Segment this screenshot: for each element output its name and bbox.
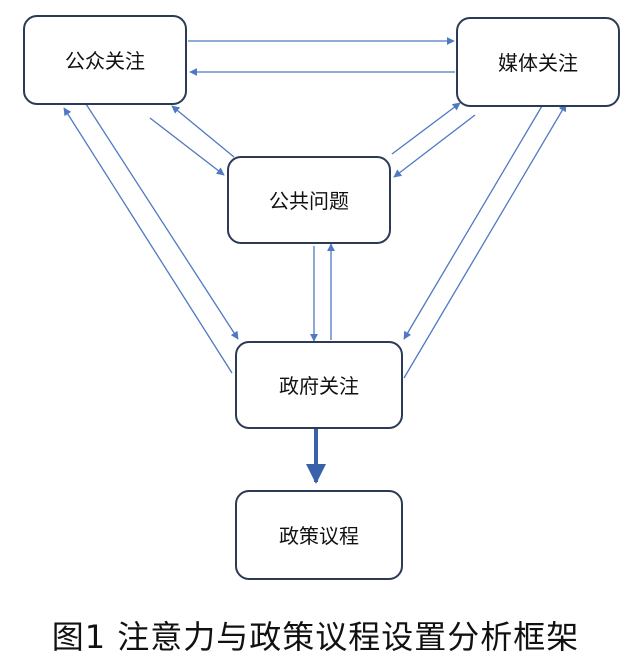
node-media-attention-label: 媒体关注 — [498, 51, 578, 75]
arrow-media-to-issue — [393, 114, 476, 178]
arrow-government-to-public — [63, 107, 233, 374]
figure-caption: 图1 注意力与政策议程设置分析框架 — [51, 618, 580, 656]
node-media-attention: 媒体关注 — [456, 17, 620, 107]
arrow-issue-to-public — [171, 105, 235, 158]
arrow-public-to-issue — [149, 117, 225, 176]
node-policy-agenda-label: 政策议程 — [279, 524, 359, 548]
node-public-attention-label: 公众关注 — [65, 49, 145, 73]
arrow-government-to-media — [403, 103, 567, 379]
node-public-issue-label: 公共问题 — [269, 189, 349, 213]
node-government-attention-label: 政府关注 — [279, 374, 359, 398]
node-public-attention: 公众关注 — [23, 15, 187, 105]
arrow-public-to-government — [85, 103, 239, 340]
arrow-issue-to-media — [391, 102, 461, 155]
arrow-media-to-government — [403, 105, 543, 340]
node-government-attention: 政府关注 — [235, 341, 403, 429]
node-policy-agenda: 政策议程 — [235, 490, 403, 580]
node-public-issue: 公共问题 — [227, 156, 391, 244]
